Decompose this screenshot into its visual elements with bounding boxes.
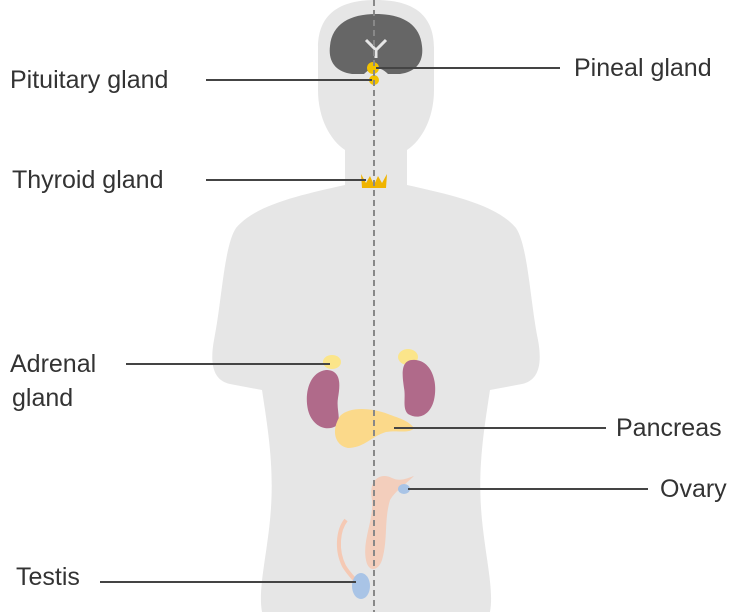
adrenal-gland-left [323, 355, 341, 369]
ovary-label: Ovary [660, 475, 727, 503]
pituitary-gland-label: Pituitary gland [10, 66, 169, 94]
pineal-gland-shape [367, 62, 379, 74]
kidney-left [306, 370, 340, 429]
brain-fold-icon [364, 38, 388, 58]
pancreas-shape [334, 409, 414, 448]
pancreas-label: Pancreas [616, 414, 722, 442]
testis-label: Testis [16, 563, 80, 591]
adrenal-gland-label-line1: Adrenal [10, 350, 97, 378]
thyroid-gland-shape [361, 174, 387, 188]
pineal-gland-label: Pineal gland [574, 54, 712, 82]
adrenal-gland-label-line2: gland [12, 384, 74, 412]
thyroid-gland-label: Thyroid gland [12, 166, 164, 194]
reproductive-organ-shape [365, 476, 414, 569]
brain-shape [329, 14, 423, 74]
ovary-shape [398, 484, 410, 494]
kidney-right [402, 359, 436, 417]
testis-shape [352, 573, 370, 599]
body-silhouette [212, 0, 540, 612]
